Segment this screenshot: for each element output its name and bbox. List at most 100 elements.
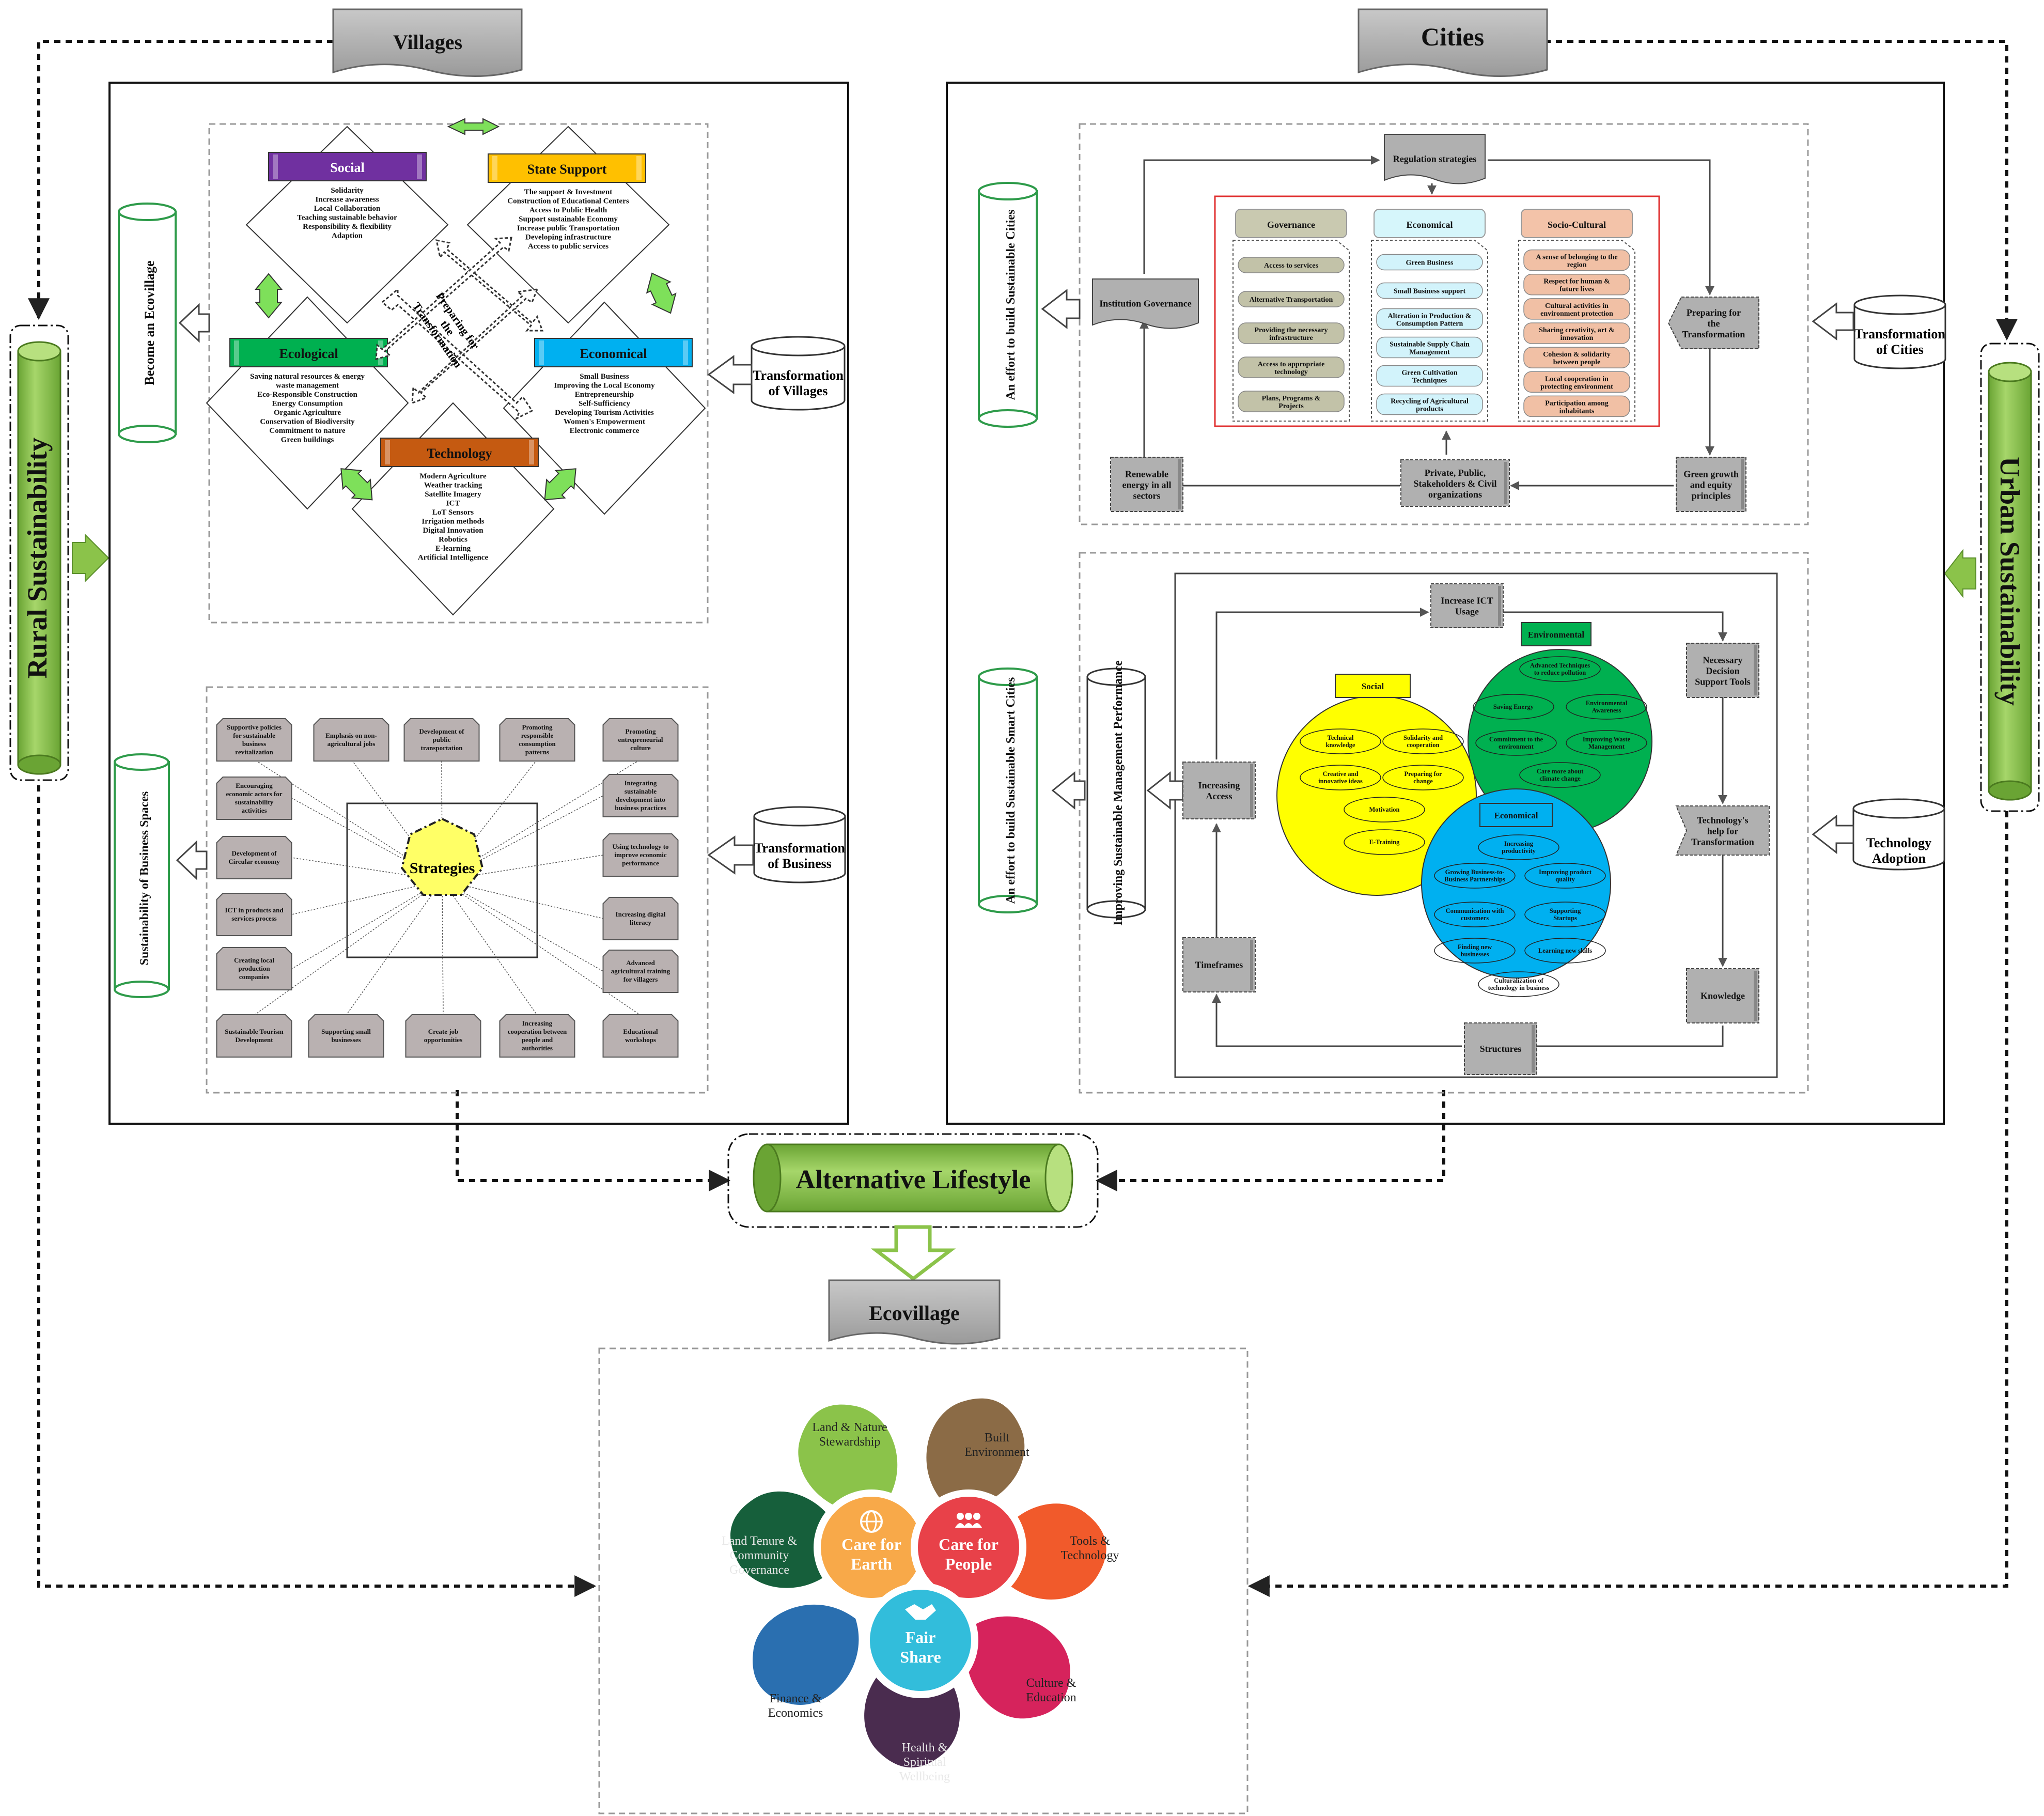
alternative-lifestyle-cylinder: Alternative Lifestyle [727,1133,1099,1228]
villages-title: Villages [393,30,462,54]
pillar-title: Economical [580,346,647,361]
cities-top-area [1079,123,1809,525]
smart-cycle-arrows [1212,608,1727,1051]
timeframes-node: Timeframes [1182,937,1256,992]
pillar-title: Economical [1407,220,1453,230]
pillar-item: Respect for human &future lives [1543,278,1610,293]
institution-governance-node: Institution Governance [1092,278,1199,329]
arrow-left-hollow-icon [1051,771,1086,810]
pillar-link-arrows [254,118,677,501]
business-cylinder: Sustainability of Business Spaces [114,753,170,998]
flower-petal: Finance &Economics [753,1604,859,1720]
strategy-node: Emphasis on non-agricultural jobs [313,718,389,762]
smart-cities-label: An effort to build Sustainable Smart Cit… [1004,677,1018,904]
pillar-item: Green Business [1406,259,1454,267]
flower-petal: Culture &Education [966,1616,1076,1719]
pillar-title: Socio-Cultural [1548,220,1606,230]
people-icon [955,1513,982,1528]
ecovillage-banner: Ecovillage [828,1279,1001,1345]
arrow-left-hollow-icon [178,303,210,343]
arrow-left-hollow-icon [176,840,208,880]
villages-panel [108,82,849,1125]
pillar-title: Ecological [279,346,338,361]
arrow-left-hollow-icon [707,355,753,394]
circle-title: Economical [1494,811,1538,820]
business-spaces-label: Sustainability of Business Spaces [138,791,151,966]
arrow-left-hollow-icon [1041,288,1081,330]
pillar-title: State Support [527,162,607,177]
become-ecovillage-label: Become an Ecovillage [142,260,157,385]
smart-cities-area [1079,552,1809,1094]
knowledge-node: Knowledge [1686,968,1759,1023]
node-label: Structures [1480,1044,1522,1054]
circle-item: Motivation [1369,806,1399,813]
circle-item: Saving Energy [1493,703,1534,710]
preparing-cross-arrows [375,237,544,421]
cities-panel [946,82,1945,1125]
management-performance-label: Improving Sustainable Management Perform… [1112,660,1125,926]
urban-arrow-icon [1944,549,1976,598]
down-arrow-icon [870,1225,956,1281]
cities-banner: Cities [1358,8,1548,77]
strategy-label: Emphasis on non-agricultural jobs [325,732,377,748]
cities-pillar-socio-cultural: Socio-Cultural A sense of belonging to th… [1518,209,1635,422]
smart-cycle-frame [1174,572,1778,1078]
pillar-item: Small Business support [1394,288,1466,296]
circle-title: Social [1362,681,1384,691]
